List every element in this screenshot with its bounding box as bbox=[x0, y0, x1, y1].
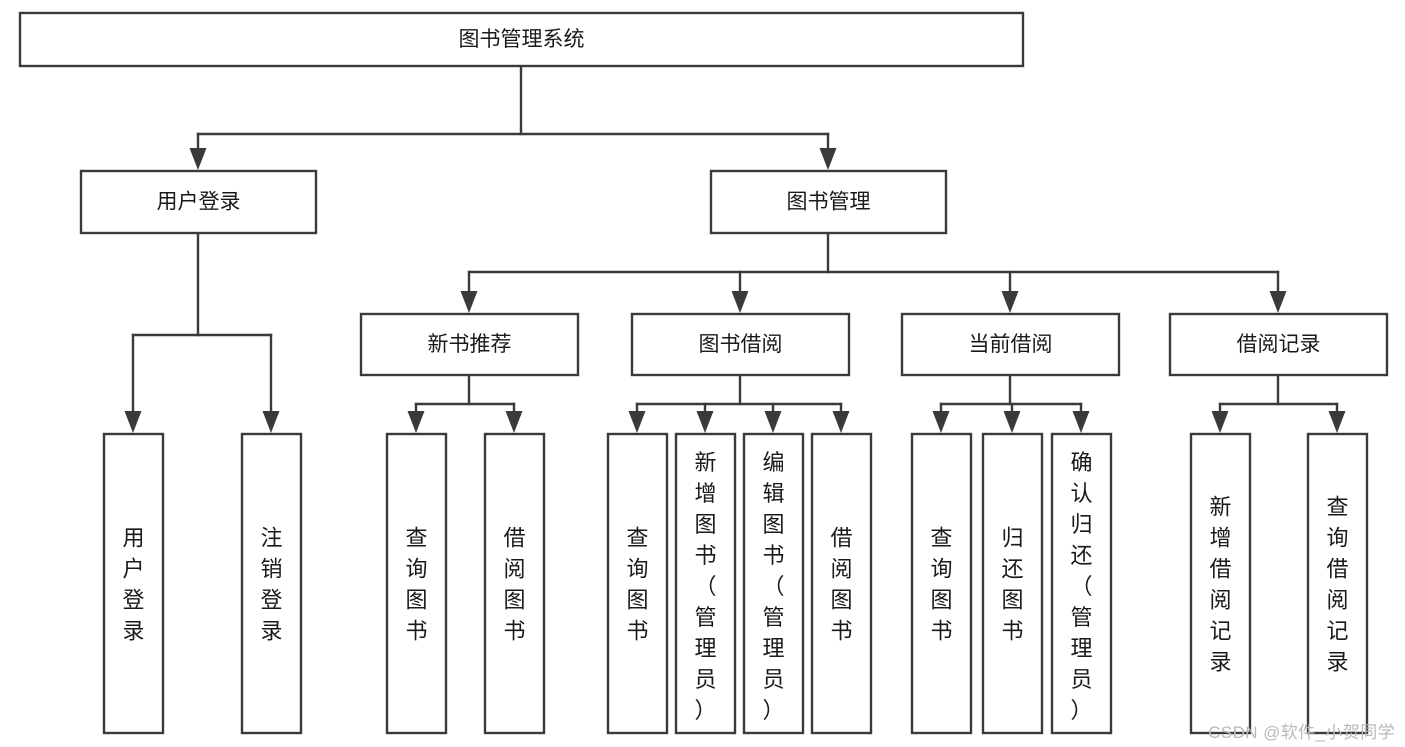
node-label-leaf-query-book-3: 查询图书 bbox=[930, 526, 952, 644]
node-label-borrow-record: 借阅记录 bbox=[1237, 333, 1321, 356]
node-label-leaf-add-book: 新增图书（管理员） bbox=[694, 450, 716, 723]
connector-group-borrow-record-to-leaves bbox=[1211, 373, 1346, 433]
connector-group-root-to-level2 bbox=[189, 64, 837, 170]
node-label-leaf-return-book: 归还图书 bbox=[1001, 526, 1023, 644]
arrow-head-icon bbox=[262, 411, 280, 433]
node-leaf-add-record[interactable]: 新增借阅记录 bbox=[1189, 432, 1252, 735]
node-box-book-manage[interactable] bbox=[709, 169, 948, 235]
arrow-head-icon bbox=[731, 291, 749, 313]
connector-group-current-borrow-to-leaves bbox=[932, 373, 1090, 433]
node-label-leaf-add-record: 新增借阅记录 bbox=[1209, 495, 1231, 675]
node-box-borrow-record[interactable] bbox=[1168, 312, 1389, 377]
node-box-leaf-query-record[interactable] bbox=[1306, 432, 1369, 735]
node-box-new-book-recommend[interactable] bbox=[359, 312, 580, 377]
node-label-leaf-confirm-return: 确认归还（管理员） bbox=[1070, 450, 1092, 723]
node-leaf-query-book-3[interactable]: 查询图书 bbox=[910, 432, 973, 735]
arrow-head-icon bbox=[407, 411, 425, 433]
node-box-leaf-logout[interactable] bbox=[240, 432, 303, 735]
node-leaf-borrow-book-1[interactable]: 借阅图书 bbox=[483, 432, 546, 735]
node-box-leaf-return-book[interactable] bbox=[981, 432, 1044, 735]
node-boxes-layer: 图书管理系统用户登录图书管理新书推荐图书借阅当前借阅借阅记录用户登录注销登录查询… bbox=[18, 11, 1389, 735]
arrow-head-icon bbox=[696, 411, 714, 433]
node-label-current-borrow: 当前借阅 bbox=[969, 333, 1053, 356]
node-label-leaf-borrow-book-2: 借阅图书 bbox=[830, 526, 852, 644]
node-box-leaf-add-book[interactable] bbox=[674, 432, 737, 735]
node-box-user-login[interactable] bbox=[79, 169, 318, 235]
node-label-root: 图书管理系统 bbox=[459, 28, 585, 51]
arrow-head-icon bbox=[628, 411, 646, 433]
connector-group-book-manage-to-level3 bbox=[460, 231, 1287, 313]
arrow-head-icon bbox=[1211, 411, 1229, 433]
node-leaf-query-record[interactable]: 查询借阅记录 bbox=[1306, 432, 1369, 735]
connector-edges-layer bbox=[124, 64, 1346, 433]
node-label-leaf-borrow-book-1: 借阅图书 bbox=[503, 526, 525, 644]
node-leaf-return-book[interactable]: 归还图书 bbox=[981, 432, 1044, 735]
node-box-leaf-query-book-2[interactable] bbox=[606, 432, 669, 735]
arrow-head-icon bbox=[1001, 291, 1019, 313]
node-label-leaf-query-book-2: 查询图书 bbox=[626, 526, 648, 644]
node-root[interactable]: 图书管理系统 bbox=[18, 11, 1025, 68]
arrow-head-icon bbox=[832, 411, 850, 433]
node-leaf-logout[interactable]: 注销登录 bbox=[240, 432, 303, 735]
node-box-book-borrow[interactable] bbox=[630, 312, 851, 377]
node-label-leaf-user-login: 用户登录 bbox=[122, 526, 144, 644]
node-box-root[interactable] bbox=[18, 11, 1025, 68]
arrow-head-icon bbox=[764, 411, 782, 433]
node-label-leaf-logout: 注销登录 bbox=[260, 526, 282, 644]
node-leaf-confirm-return[interactable]: 确认归还（管理员） bbox=[1050, 432, 1113, 735]
node-box-leaf-edit-book[interactable] bbox=[742, 432, 805, 735]
node-box-leaf-borrow-book-1[interactable] bbox=[483, 432, 546, 735]
arrow-head-icon bbox=[819, 148, 837, 170]
node-book-borrow[interactable]: 图书借阅 bbox=[630, 312, 851, 377]
arrow-head-icon bbox=[1003, 411, 1021, 433]
node-leaf-query-book-2[interactable]: 查询图书 bbox=[606, 432, 669, 735]
arrow-head-icon bbox=[1328, 411, 1346, 433]
node-box-leaf-query-book-3[interactable] bbox=[910, 432, 973, 735]
node-new-book-recommend[interactable]: 新书推荐 bbox=[359, 312, 580, 377]
arrow-head-icon bbox=[505, 411, 523, 433]
arrow-head-icon bbox=[1072, 411, 1090, 433]
arrow-head-icon bbox=[460, 291, 478, 313]
connector-group-user-login-to-leaves bbox=[124, 231, 280, 433]
node-current-borrow[interactable]: 当前借阅 bbox=[900, 312, 1121, 377]
node-box-leaf-confirm-return[interactable] bbox=[1050, 432, 1113, 735]
node-leaf-borrow-book-2[interactable]: 借阅图书 bbox=[810, 432, 873, 735]
node-leaf-query-book-1[interactable]: 查询图书 bbox=[385, 432, 448, 735]
arrow-head-icon bbox=[932, 411, 950, 433]
node-leaf-user-login[interactable]: 用户登录 bbox=[102, 432, 165, 735]
arrow-head-icon bbox=[1269, 291, 1287, 313]
node-box-leaf-query-book-1[interactable] bbox=[385, 432, 448, 735]
node-label-leaf-edit-book: 编辑图书（管理员） bbox=[762, 450, 784, 723]
node-box-current-borrow[interactable] bbox=[900, 312, 1121, 377]
node-box-leaf-add-record[interactable] bbox=[1189, 432, 1252, 735]
node-leaf-edit-book[interactable]: 编辑图书（管理员） bbox=[742, 432, 805, 735]
arrow-head-icon bbox=[189, 148, 207, 170]
node-label-book-borrow: 图书借阅 bbox=[699, 333, 783, 356]
node-leaf-add-book[interactable]: 新增图书（管理员） bbox=[674, 432, 737, 735]
node-label-user-login: 用户登录 bbox=[157, 191, 241, 214]
node-label-leaf-query-book-1: 查询图书 bbox=[405, 526, 427, 644]
node-box-leaf-user-login[interactable] bbox=[102, 432, 165, 735]
node-label-book-manage: 图书管理 bbox=[787, 191, 871, 214]
node-box-leaf-borrow-book-2[interactable] bbox=[810, 432, 873, 735]
node-label-leaf-query-record: 查询借阅记录 bbox=[1326, 495, 1348, 675]
node-user-login[interactable]: 用户登录 bbox=[79, 169, 318, 235]
connector-group-new-book-recommend-to-leaves bbox=[407, 373, 523, 433]
node-borrow-record[interactable]: 借阅记录 bbox=[1168, 312, 1389, 377]
watermark-label: CSDN @软件_小贺同学 bbox=[1208, 723, 1395, 742]
arrow-head-icon bbox=[124, 411, 142, 433]
node-label-new-book-recommend: 新书推荐 bbox=[428, 333, 512, 356]
node-book-manage[interactable]: 图书管理 bbox=[709, 169, 948, 235]
connector-group-book-borrow-to-leaves bbox=[628, 373, 850, 433]
